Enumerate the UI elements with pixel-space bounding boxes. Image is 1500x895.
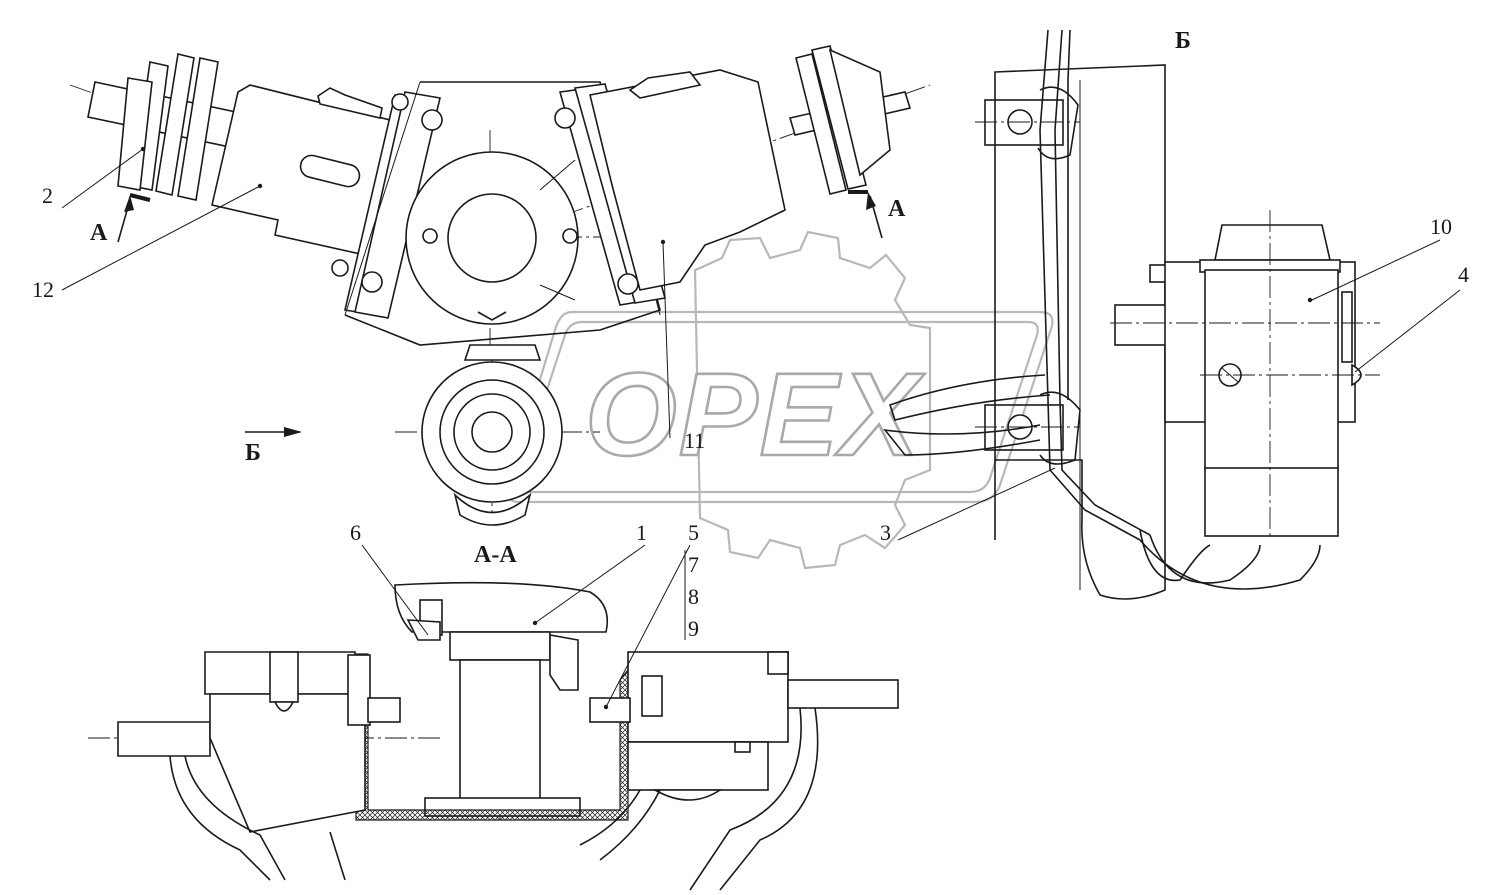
left-flange (117, 53, 219, 201)
callout-2: 2 (42, 183, 53, 208)
callout-6: 6 (350, 520, 361, 545)
leaders-top (61, 148, 671, 439)
watermark-gear (693, 230, 932, 570)
view-b-title: Б (1175, 28, 1191, 54)
leaders-view-b (897, 239, 1461, 541)
section-mark-right (848, 190, 883, 239)
left-housing (211, 84, 391, 256)
callout-3: 3 (880, 520, 891, 545)
callout-7: 7 (688, 552, 699, 577)
left-bracket (331, 91, 443, 319)
view-b-arrow-label: Б (245, 440, 261, 466)
right-housing (589, 69, 786, 291)
callout-4: 4 (1458, 262, 1469, 287)
callout-11: 11 (684, 428, 705, 453)
right-flange (795, 45, 891, 195)
callout-8: 8 (688, 584, 699, 609)
callout-10: 10 (1430, 214, 1452, 239)
section-left-block (117, 651, 401, 881)
section-mark-left-label: А (90, 220, 108, 246)
section-cap (394, 581, 609, 817)
section-right-block (579, 651, 899, 891)
center-disc (405, 151, 579, 325)
callout-1: 1 (636, 520, 647, 545)
lower-pump (421, 344, 563, 526)
callout-12: 12 (32, 277, 54, 302)
component-10 (1110, 210, 1380, 540)
watermark-text: OPEX (585, 349, 925, 481)
callout-5: 5 (688, 520, 699, 545)
section-mark-right-label: А (888, 196, 906, 222)
section-mark-left (117, 193, 151, 243)
view-b-arrow (245, 427, 302, 437)
wire-bundle (883, 29, 1321, 590)
callout-9: 9 (688, 616, 699, 641)
leaders-section (361, 544, 691, 708)
section-aa-title: А-А (474, 542, 517, 568)
